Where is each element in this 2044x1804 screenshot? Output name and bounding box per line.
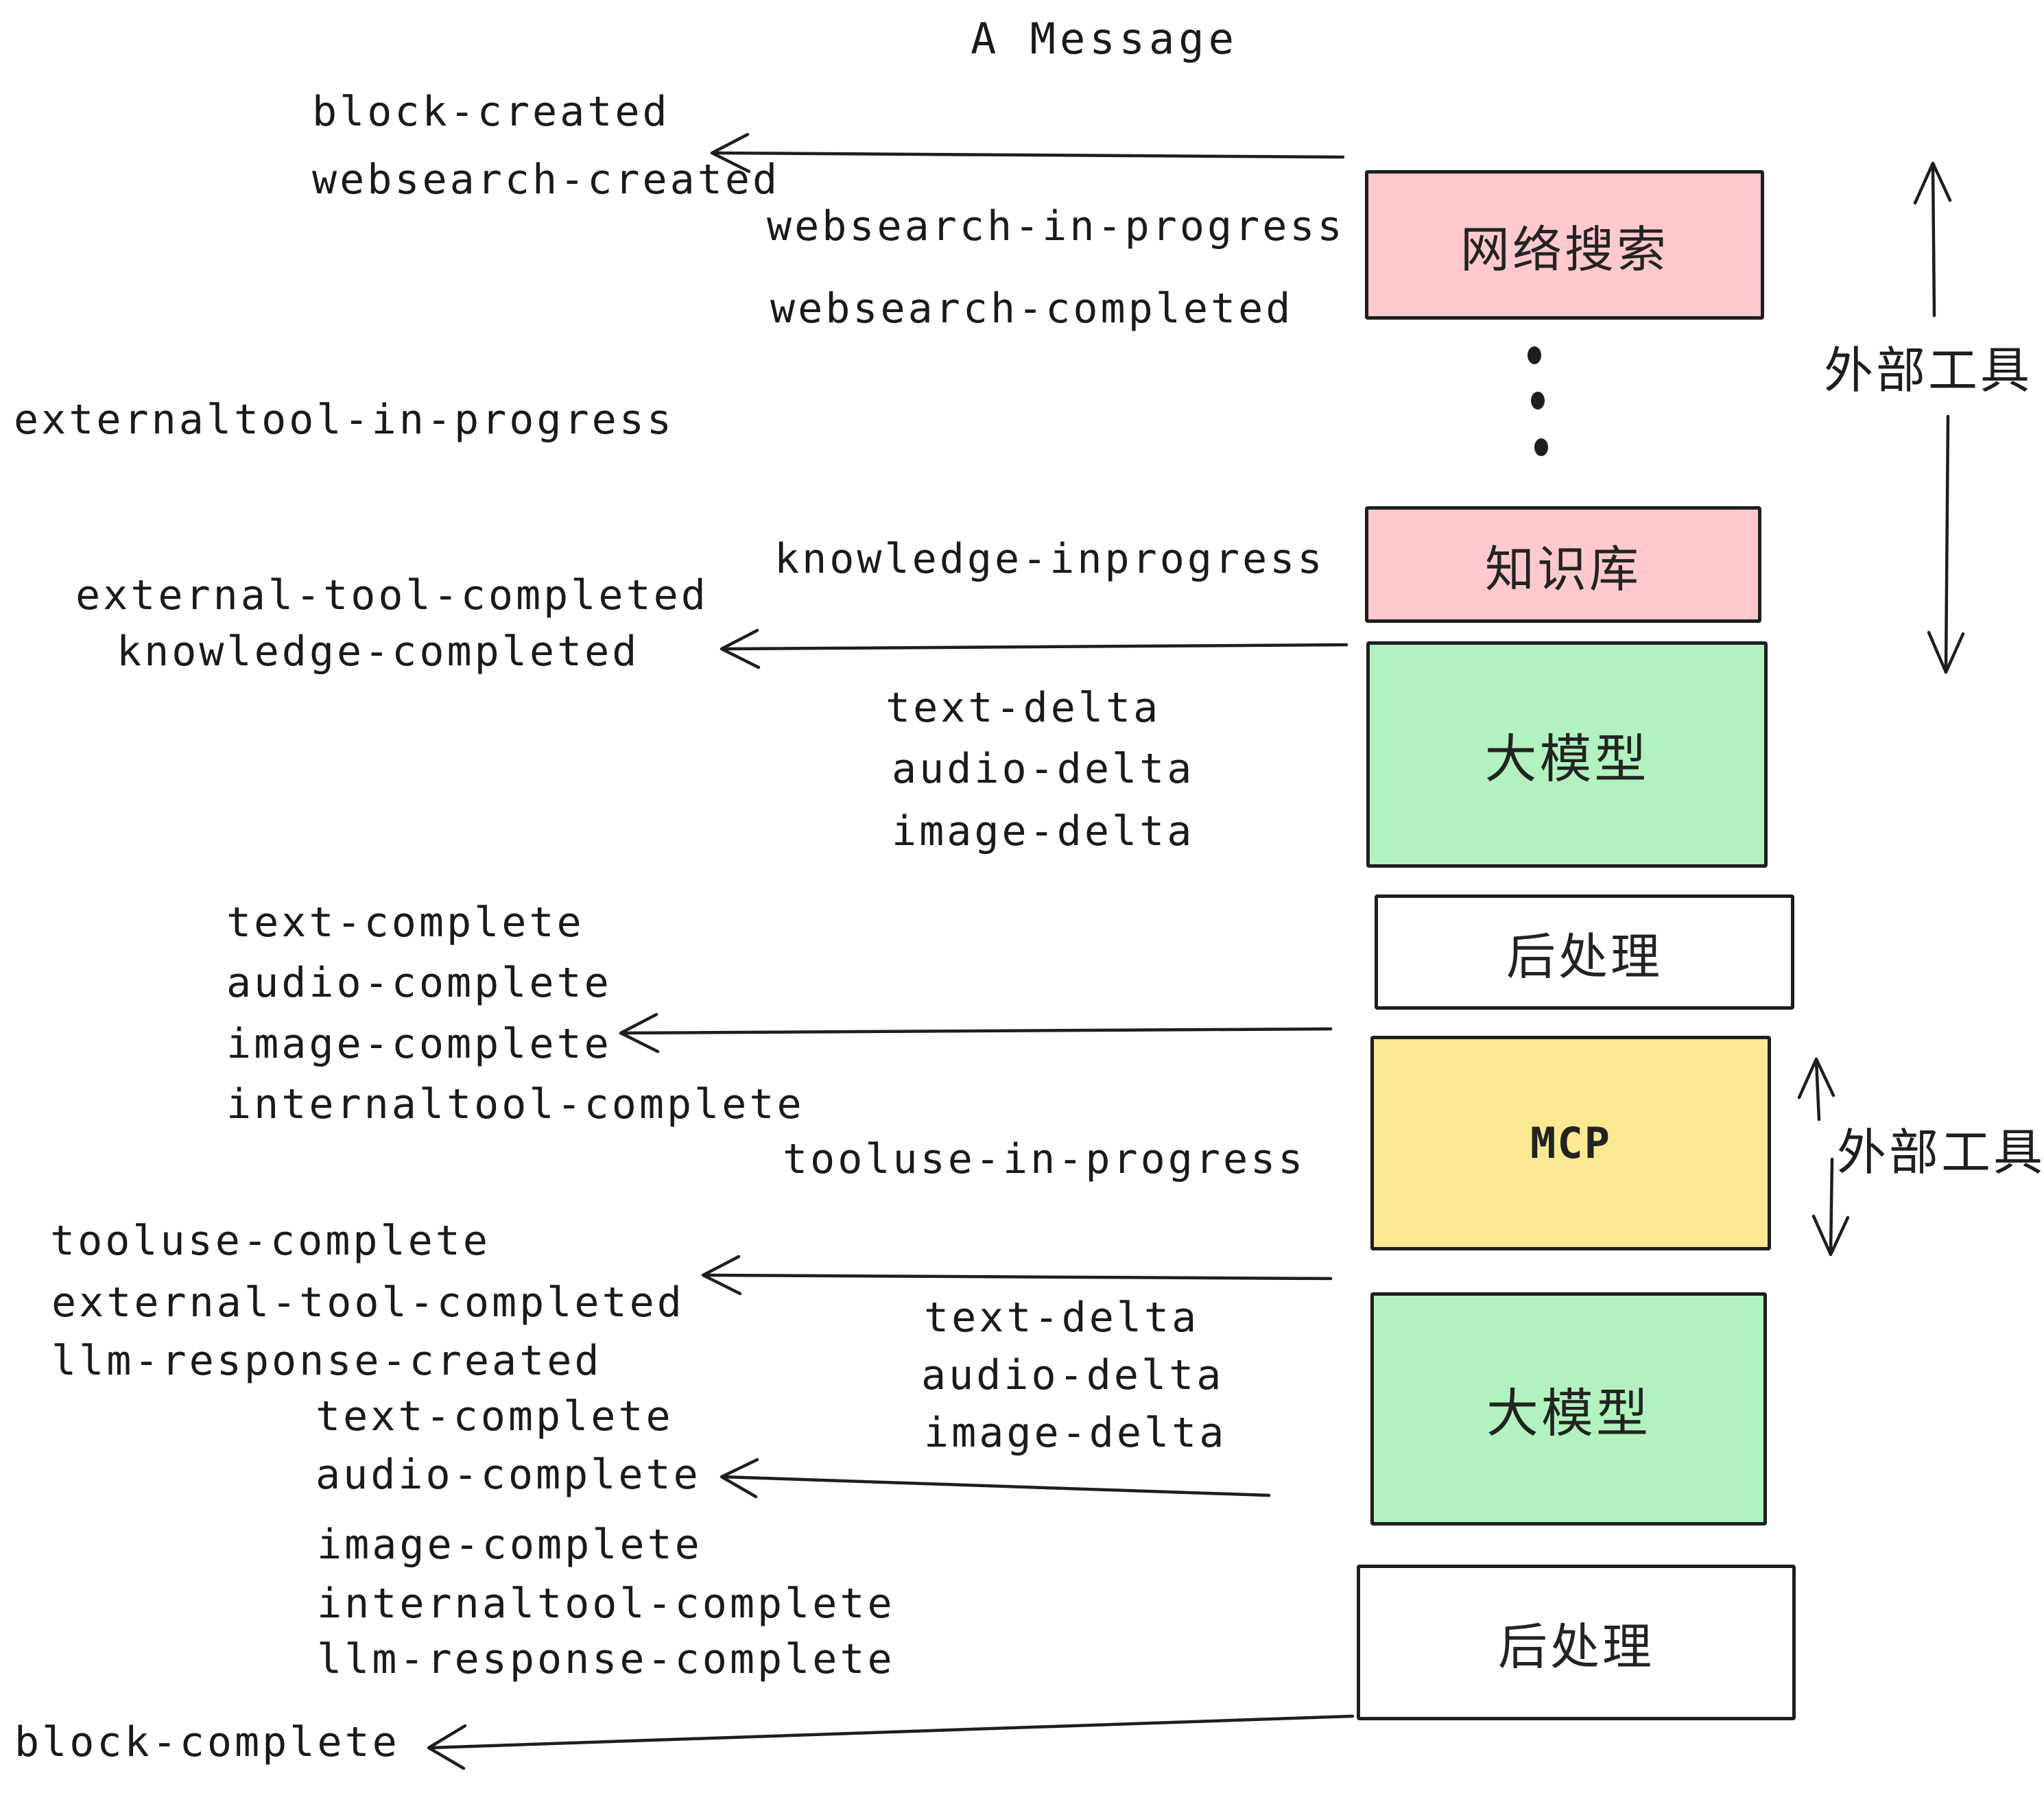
event-audio-delta-2: audio-delta (921, 1351, 1224, 1399)
box-llm-top-label: 大模型 (1484, 731, 1650, 789)
event-text-delta-2: text-delta (924, 1294, 1200, 1342)
event-text-delta-1: text-delta (886, 684, 1161, 732)
event-image-delta-2: image-delta (924, 1409, 1227, 1457)
event-image-complete-1: image-complete (226, 1020, 612, 1068)
box-websearch: 网络搜索 (1365, 170, 1764, 320)
external-tools-label-bottom: 外部工具 (1837, 1126, 2044, 1180)
event-text-complete-2: text-complete (316, 1392, 674, 1440)
event-websearch-created: websearch-created (312, 156, 781, 204)
arrow-block-created (710, 132, 1345, 174)
box-llm-top: 大模型 (1366, 641, 1768, 868)
arrow-tooluse-complete (701, 1255, 1333, 1296)
box-mcp-label: MCP (1530, 1118, 1611, 1168)
arrow-knowledge-completed (720, 628, 1348, 669)
event-audio-delta-1: audio-delta (892, 745, 1195, 793)
event-external-tool-completed-2: external-tool-completed (51, 1279, 685, 1327)
arrow-internal-complete (619, 1012, 1333, 1054)
event-block-complete: block-complete (14, 1718, 400, 1766)
box-llm-bottom: 大模型 (1370, 1292, 1767, 1526)
box-mcp: MCP (1370, 1036, 1771, 1250)
external-tools-range-arrow-top (1913, 161, 1965, 674)
event-block-created: block-created (312, 88, 670, 136)
box-postprocess-top-label: 后处理 (1506, 929, 1663, 985)
event-websearch-in-progress: websearch-in-progress (767, 202, 1345, 250)
diagram-title: A Message (971, 14, 1238, 64)
arrow-block-complete (427, 1714, 1355, 1770)
event-tooluse-in-progress: tooluse-in-progress (783, 1135, 1306, 1183)
event-audio-complete-2: audio-complete (316, 1451, 701, 1499)
box-postprocess-top: 后处理 (1375, 894, 1794, 1010)
event-internaltool-complete-1: internaltool-complete (226, 1080, 805, 1128)
event-knowledge-inprogress: knowledge-inprogress (774, 535, 1325, 583)
box-postprocess-bottom-label: 后处理 (1497, 1620, 1654, 1675)
event-image-complete-2: image-complete (317, 1521, 702, 1569)
event-websearch-completed: websearch-completed (770, 285, 1294, 333)
box-llm-bottom-label: 大模型 (1486, 1385, 1651, 1443)
arrow-llm2-complete (720, 1458, 1271, 1499)
event-llm-response-created: llm-response-created (51, 1337, 602, 1385)
event-text-complete-1: text-complete (226, 899, 584, 947)
box-websearch-label: 网络搜索 (1460, 222, 1669, 278)
event-externaltool-in-progress: externaltool-in-progress (14, 396, 674, 444)
event-llm-response-complete: llm-response-complete (317, 1635, 895, 1683)
box-postprocess-bottom: 后处理 (1357, 1565, 1796, 1720)
external-tools-label-top: 外部工具 (1824, 344, 2033, 399)
event-tooluse-complete: tooluse-complete (50, 1217, 490, 1265)
event-external-tool-completed: external-tool-completed (75, 571, 709, 619)
box-knowledge: 知识库 (1365, 506, 1761, 623)
event-knowledge-completed: knowledge-completed (117, 628, 640, 676)
event-audio-complete-1: audio-complete (226, 959, 612, 1007)
vertical-ellipsis-dots (1528, 346, 1548, 456)
event-internaltool-complete-2: internaltool-complete (317, 1580, 895, 1628)
box-knowledge-label: 知识库 (1484, 542, 1641, 597)
event-image-delta-1: image-delta (892, 807, 1195, 855)
